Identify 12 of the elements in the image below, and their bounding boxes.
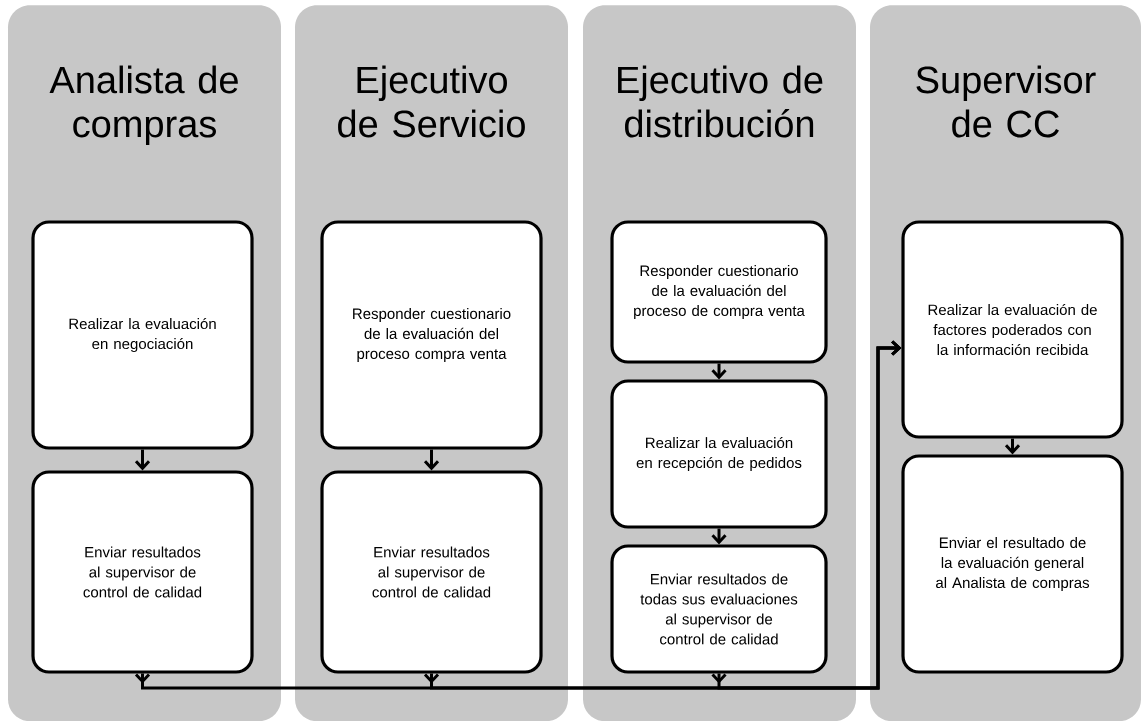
- process-box: Enviar resultados al supervisor de control de calidad: [31, 470, 254, 674]
- process-box: Responder cuestionario de la evaluación del proceso compra venta: [320, 220, 543, 450]
- arrow: [134, 449, 151, 471]
- process-box: Enviar resultados al supervisor de control de calidad: [320, 470, 543, 674]
- arrow: [711, 340, 902, 690]
- process-box: Realizar la evaluación de factores poderados con la información recibida: [901, 220, 1124, 439]
- process-box: Enviar el resultado de la evaluación general al Analista de compras: [901, 454, 1124, 674]
- process-box: Responder cuestionario de la evaluación del proceso de compra venta: [610, 220, 828, 364]
- arrow: [423, 449, 440, 471]
- process-box: Realizar la evaluación en negociación: [31, 220, 254, 450]
- process-box: Realizar la evaluación en recepción de pedidos: [610, 379, 828, 529]
- process-box: Enviar resultados de todas sus evaluaciones al supervisor de control de calidad: [610, 544, 828, 674]
